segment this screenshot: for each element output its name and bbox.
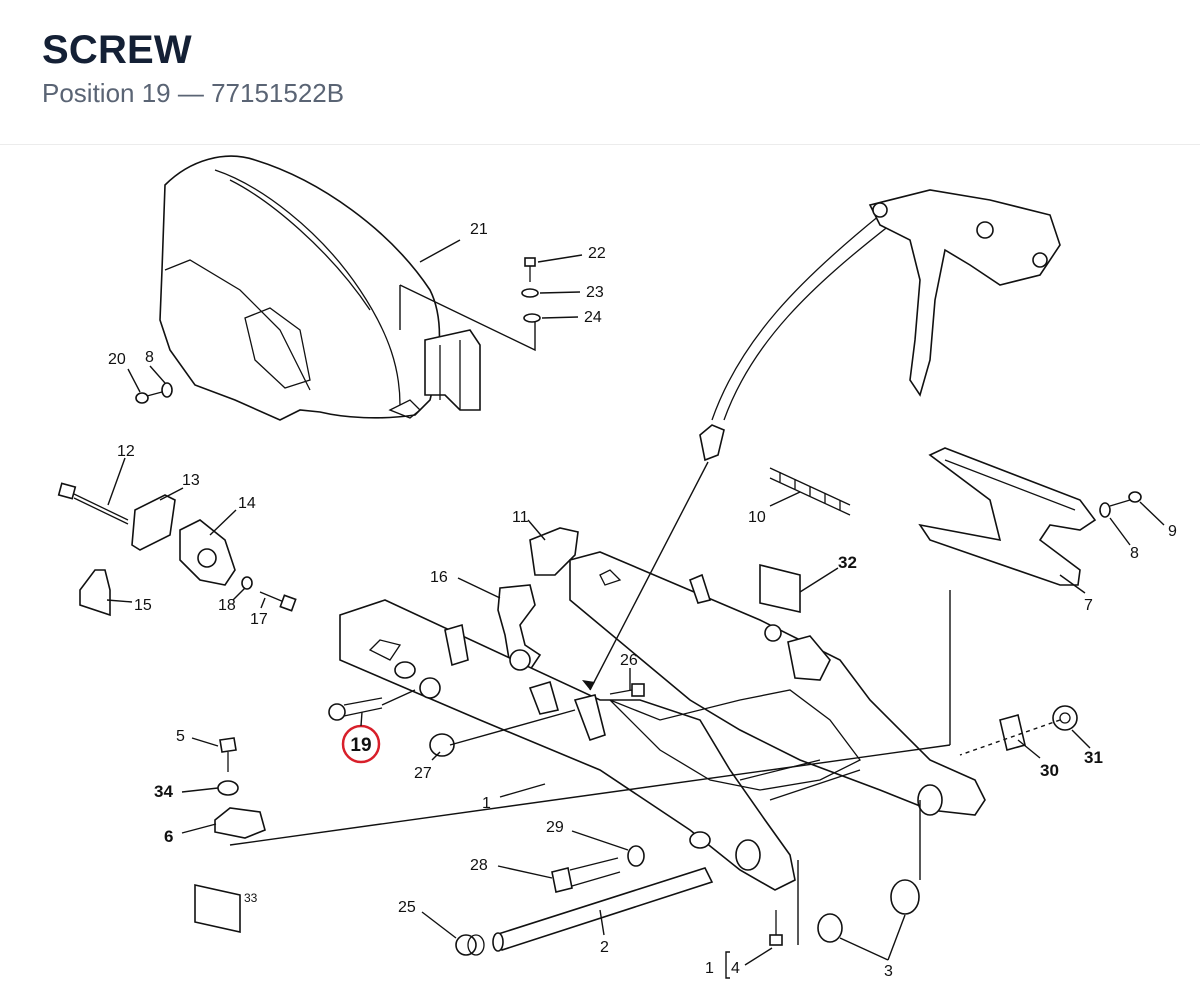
callout-4: 4: [731, 960, 740, 977]
callout-6: 6: [164, 827, 173, 846]
callout-12: 12: [117, 443, 135, 460]
callout-34: 34: [154, 782, 173, 801]
exploded-parts-diagram: 21 22 23 24 20 8 12 13 14 15 18 17 11 16…: [57, 155, 1177, 980]
cap-25-part[interactable]: [455, 934, 485, 956]
callout-22: 22: [588, 245, 606, 262]
washer-24-part[interactable]: [523, 313, 541, 323]
callout-31: 31: [1084, 748, 1103, 767]
callout-1-lower: 1: [705, 960, 714, 977]
callout-9: 9: [1168, 523, 1177, 540]
callout-16: 16: [430, 569, 448, 586]
axle-2-part[interactable]: [492, 867, 714, 952]
plate-13-part[interactable]: [131, 494, 176, 551]
callout-8-right: 8: [1130, 545, 1139, 562]
callout-3: 3: [884, 963, 893, 980]
callout-27: 27: [414, 765, 432, 782]
chain-slider-7-part[interactable]: [918, 447, 1097, 586]
callout-25: 25: [398, 899, 416, 916]
screw-19-part[interactable]: [328, 697, 383, 721]
callout-21: 21: [470, 221, 488, 238]
washer-18-part[interactable]: [241, 576, 253, 590]
sticker-33-part[interactable]: [194, 884, 241, 933]
bracket-11-part[interactable]: [529, 527, 579, 576]
swingarm-1-part[interactable]: [339, 551, 986, 891]
screw-9-part[interactable]: [1109, 491, 1142, 507]
callout-17: 17: [250, 611, 268, 628]
highlighted-callout-19[interactable]: 19: [341, 724, 381, 764]
callout-33: 33: [244, 891, 258, 905]
bolt-4-part[interactable]: [769, 910, 783, 946]
chain-guard-part[interactable]: [159, 155, 481, 421]
callout-7: 7: [1084, 597, 1093, 614]
screw-20-part[interactable]: [135, 391, 163, 404]
washer-8-upper-part[interactable]: [161, 382, 173, 398]
callout-19-label: 19: [350, 735, 371, 756]
callout-29: 29: [546, 819, 564, 836]
callout-26: 26: [620, 652, 638, 669]
nut-30-part[interactable]: [999, 714, 1026, 751]
callout-15: 15: [134, 597, 152, 614]
part-title: SCREW: [42, 28, 192, 72]
long-bolt-12-part[interactable]: [57, 482, 129, 525]
page-header: SCREW Position 19 — 77151522B: [0, 0, 1200, 145]
callout-18: 18: [218, 597, 236, 614]
bracket-15-part[interactable]: [79, 569, 111, 617]
callout-labels: 21 22 23 24 20 8 12 13 14 15 18 17 11 16…: [108, 221, 1177, 980]
washer-29-part[interactable]: [627, 845, 645, 867]
callout-32: 32: [838, 553, 857, 572]
callout-1-main: 1: [482, 795, 491, 812]
callout-2: 2: [600, 939, 609, 956]
washer-3-upper-part[interactable]: [890, 879, 920, 915]
washer-3-lower-part[interactable]: [817, 913, 843, 943]
leader-lines: [106, 239, 1165, 979]
bracket-6-part[interactable]: [214, 807, 266, 839]
chain-adjuster-14-part[interactable]: [179, 519, 236, 586]
washer-34-part[interactable]: [217, 780, 239, 796]
bolt-17-part[interactable]: [259, 591, 297, 612]
bolt-22-part[interactable]: [524, 257, 536, 282]
part-position-subtitle: Position 19 — 77151522B: [42, 78, 345, 108]
sticker-32-part[interactable]: [759, 563, 801, 613]
bolt-5-part[interactable]: [219, 737, 237, 772]
callout-10: 10: [748, 509, 766, 526]
brake-hose-part[interactable]: [699, 189, 1061, 462]
chain-10-part[interactable]: [769, 467, 851, 516]
callout-11: 11: [512, 509, 529, 526]
bolt-26-part[interactable]: [609, 683, 645, 697]
washer-8-right-part[interactable]: [1099, 502, 1111, 518]
pivot-bolt-28-part[interactable]: [551, 857, 621, 893]
callout-8-upper: 8: [145, 349, 154, 366]
washer-23-part[interactable]: [521, 288, 539, 298]
callout-14: 14: [238, 495, 256, 512]
callout-24: 24: [584, 309, 602, 326]
callout-20: 20: [108, 351, 126, 368]
bushing-27-part[interactable]: [429, 733, 455, 757]
callout-5: 5: [176, 728, 185, 745]
clip-16-part[interactable]: [497, 584, 542, 671]
callout-23: 23: [586, 284, 604, 301]
callout-28: 28: [470, 857, 488, 874]
callout-13: 13: [182, 472, 200, 489]
callout-30: 30: [1040, 761, 1059, 780]
nut-31-part[interactable]: [1052, 705, 1078, 731]
